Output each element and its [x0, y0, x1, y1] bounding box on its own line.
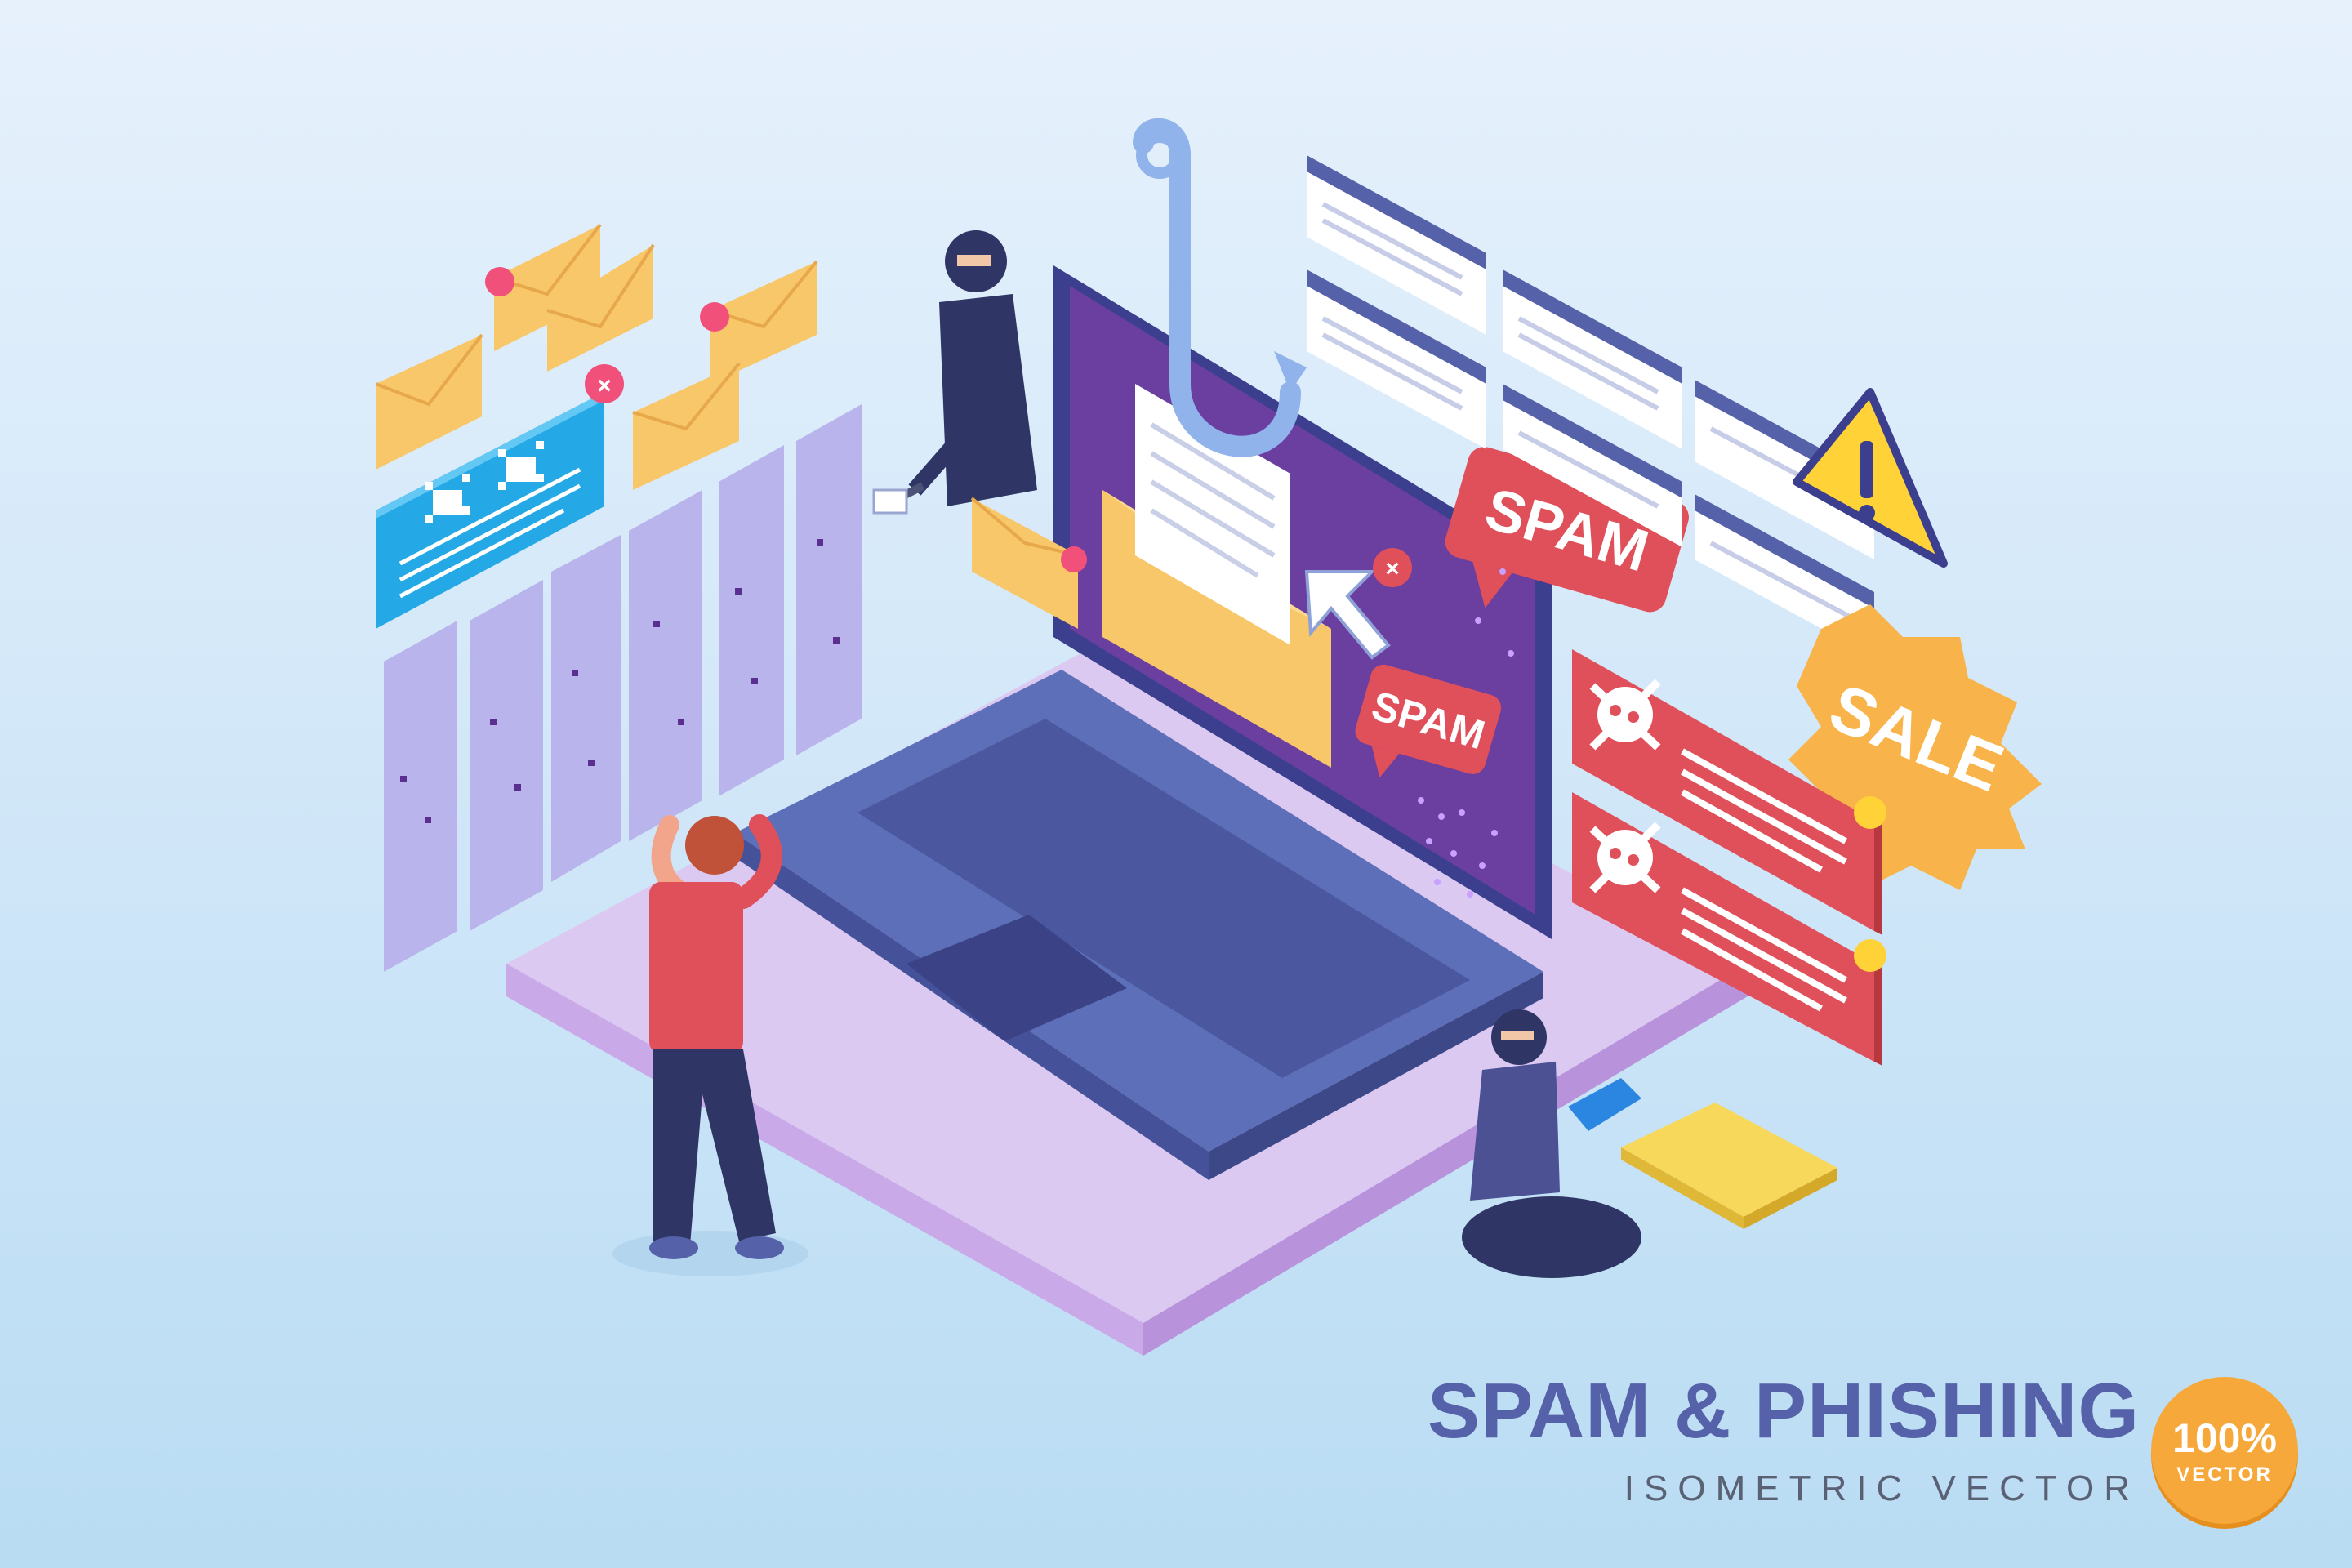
- svg-text:×: ×: [597, 372, 612, 399]
- envelope-icon: [1102, 384, 1331, 768]
- envelope-icon: [485, 223, 602, 351]
- envelope-icon: [970, 497, 1087, 629]
- page-title: SPAM & PHISHING: [1428, 1367, 2140, 1454]
- badge-percent: 100%: [2172, 1415, 2277, 1461]
- virus-icon: [498, 441, 544, 490]
- spam-bubble-small: SPAM: [1355, 664, 1502, 778]
- fishing-hook-icon: [1133, 118, 1307, 457]
- virus-icon: [425, 474, 470, 523]
- floating-envelopes: [375, 223, 818, 490]
- title-block: SPAM & PHISHING ISOMETRIC VECTOR: [1356, 1372, 2140, 1509]
- skull-icon: [1589, 679, 1661, 751]
- close-icon: ×: [585, 364, 624, 403]
- envelope-icon: [632, 362, 741, 490]
- warning-icon: [1793, 388, 1948, 568]
- malware-alert-card: [1572, 649, 1886, 935]
- popup-window: [1307, 155, 1486, 335]
- vector-badge: 100% VECTOR: [2151, 1377, 2298, 1524]
- data-dots: [1418, 568, 1514, 898]
- popup-window: [1503, 384, 1682, 547]
- sitting-hacker-figure: [1462, 1009, 1642, 1278]
- envelope-icon: [546, 243, 655, 372]
- popup-window: [1307, 270, 1486, 449]
- badge-label: VECTOR: [2176, 1463, 2273, 1486]
- network-cable: [872, 482, 925, 514]
- envelope-icon: [700, 260, 818, 384]
- envelope-icon: [375, 333, 483, 470]
- binary-data-columns: [384, 404, 862, 972]
- folder-icon: [1621, 1102, 1838, 1229]
- tablet-icon: [1568, 1078, 1642, 1131]
- virus-alert-card: ×: [376, 364, 624, 629]
- cursor-icon: [1304, 570, 1391, 660]
- close-icon: ×: [1373, 548, 1412, 587]
- skull-icon: [1589, 822, 1661, 893]
- malware-alert-card: [1572, 792, 1886, 1066]
- binary-data-dots: [400, 539, 840, 823]
- hacker-figure: [908, 230, 1037, 506]
- svg-text:×: ×: [1385, 555, 1400, 582]
- popup-windows: [1307, 155, 1874, 657]
- popup-window: [1695, 494, 1874, 657]
- stressed-man-figure: [612, 814, 808, 1276]
- page-subtitle: ISOMETRIC VECTOR: [1624, 1468, 2140, 1508]
- popup-window: [1503, 270, 1682, 449]
